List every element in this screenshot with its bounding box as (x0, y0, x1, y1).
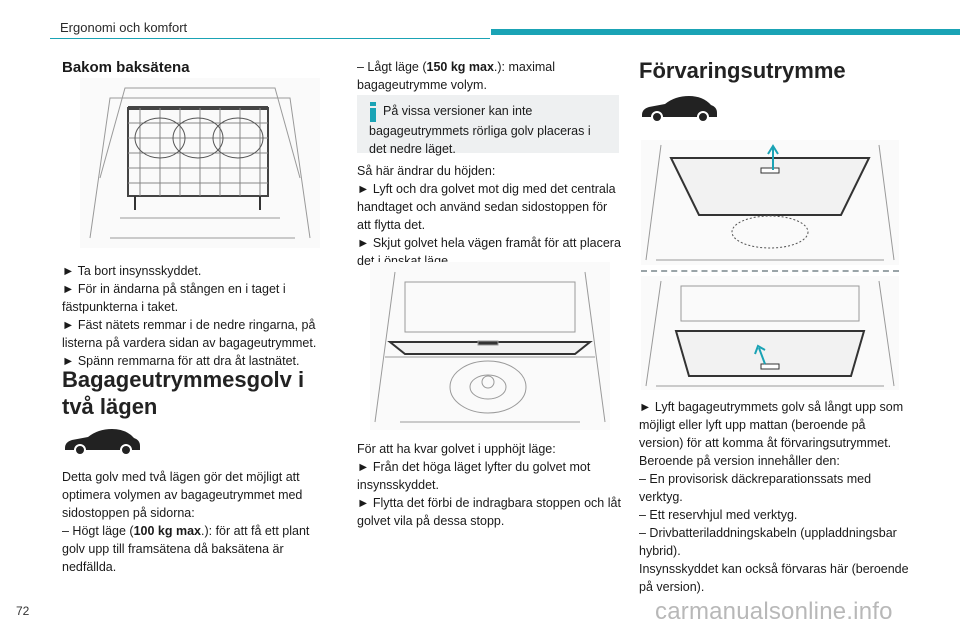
keep-raised-step-1: ► Från det höga läget lyfter du golvet m… (357, 460, 591, 492)
how-to-intro: Så här ändrar du höjden: (357, 164, 496, 178)
heading-two-level-floor: Bagageutrymmesgolv i två lägen (62, 367, 305, 419)
info-icon (369, 102, 377, 122)
header-accent-bar (491, 29, 960, 35)
illustration-storage-bottom (641, 276, 899, 390)
floor-high-position: – Högt läge (100 kg max.): för att få et… (62, 524, 310, 574)
info-note-text: På vissa versioner kan inte bagageutrymm… (369, 104, 591, 156)
storage-contents-intro: Beroende på version innehåller den: (639, 454, 840, 468)
keep-raised-intro: För att ha kvar golvet i upphöjt läge: (357, 442, 556, 456)
page-number: 72 (16, 604, 30, 618)
car-silhouette-icon (62, 426, 142, 456)
storage-item-2: – Ett reservhjul med verktyg. (639, 508, 798, 522)
heading-storage: Förvaringsutrymme (639, 58, 846, 83)
floor-intro: Detta golv med två lägen gör det möjligt… (62, 470, 303, 520)
floor-low-position: – Lågt läge (150 kg max.): maximal bagag… (357, 60, 556, 92)
section-title: Ergonomi och komfort (60, 20, 188, 35)
heading-behind-rear-seats: Bakom baksätena (62, 59, 190, 76)
step-3: ► Fäst nätets remmar i de nedre ringarna… (62, 318, 317, 350)
car-silhouette-icon (639, 93, 719, 123)
illustration-load-net (80, 78, 320, 248)
storage-item-1: – En provisorisk däckreparationssats med… (639, 472, 872, 504)
storage-note: Insynsskyddet kan också förvaras här (be… (639, 562, 909, 594)
step-4: ► Spänn remmarna för att dra åt lastnäte… (62, 354, 300, 368)
step-1: ► Ta bort insynsskyddet. (62, 264, 202, 278)
illustration-divider (641, 270, 899, 272)
storage-item-3: – Drivbatteriladdningskabeln (uppladdnin… (639, 526, 897, 558)
how-to-step-1: ► Lyft och dra golvet mot dig med det ce… (357, 182, 616, 232)
illustration-floor-raised (370, 262, 610, 430)
header-rule (50, 38, 490, 39)
watermark[interactable]: carmanualsonline.info (655, 598, 893, 625)
info-note: På vissa versioner kan inte bagageutrymm… (357, 95, 619, 156)
illustration-storage-top (641, 140, 899, 265)
step-2: ► För in ändarna på stången en i taget i… (62, 282, 286, 314)
keep-raised-step-2: ► Flytta det förbi de indragbara stoppen… (357, 496, 621, 528)
storage-step-1: ► Lyft bagageutrymmets golv så långt upp… (639, 400, 904, 450)
